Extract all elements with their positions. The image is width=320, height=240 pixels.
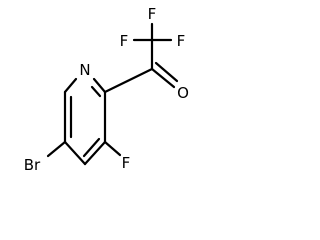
- bond-c3-c4-inner: [82, 137, 101, 158]
- bond-c3-f: [103, 140, 122, 157]
- atom-label-bromine: Br: [24, 156, 41, 174]
- bond-n1-c2-inner: [90, 85, 102, 98]
- bond-carbonyl-o-double: [154, 61, 179, 83]
- atom-label-ring-fluorine: F: [122, 154, 131, 172]
- atom-label-nitrogen: N: [79, 61, 90, 79]
- atom-label-left-fluorine: F: [120, 32, 129, 50]
- atom-label-oxygen: O: [177, 84, 189, 102]
- chemical-structure-diagram: N Br F F F F O: [24, 5, 189, 174]
- bond-c4-c5: [63, 140, 87, 166]
- bond-n1-c2: [92, 77, 107, 94]
- bond-c5-br: [46, 140, 67, 158]
- bond-c3-c4: [83, 140, 107, 166]
- atom-label-right-fluorine: F: [177, 32, 186, 50]
- bond-c2-carbonyl: [103, 67, 154, 94]
- atom-label-top-fluorine: F: [148, 5, 157, 23]
- bond-c6-n1: [63, 77, 78, 94]
- bond-carbonyl-o: [150, 67, 176, 89]
